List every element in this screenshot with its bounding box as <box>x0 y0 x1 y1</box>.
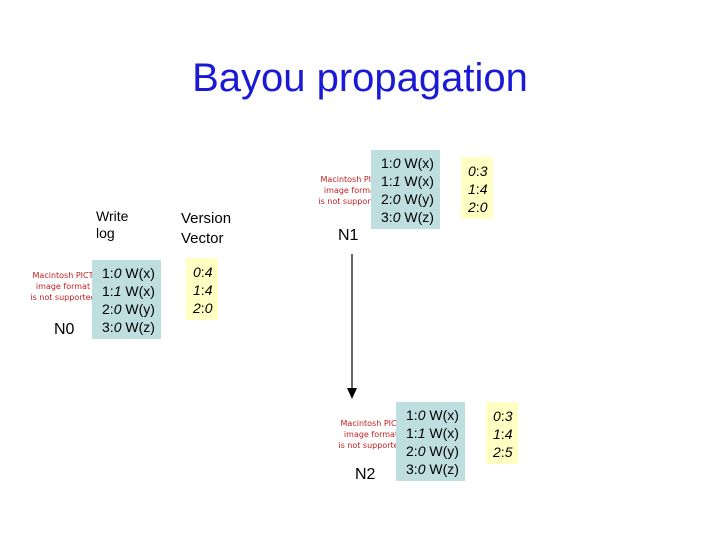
log-entry: 2:0 W(y) <box>381 191 434 207</box>
vector-entry: 1:4 <box>468 181 488 197</box>
write-log-header-line: Write <box>96 208 129 224</box>
log-entry: 1:1 W(x) <box>102 283 155 299</box>
n1-pict-placeholder: Macintosh PICT image format is not suppo… <box>318 174 384 207</box>
n0-pict-placeholder: Macintosh PICT image format is not suppo… <box>30 270 96 303</box>
version-vector-header-line: Version <box>181 210 232 227</box>
n0-version-vector: 0:4 1:4 2:0 <box>186 258 219 320</box>
write-log-header: Write log <box>96 208 128 242</box>
pict-text: is not supported <box>338 441 404 450</box>
log-entry: 3:0 W(z) <box>406 461 459 477</box>
pict-text: image format <box>343 430 399 439</box>
pict-text: image format <box>35 282 91 291</box>
log-entry: 3:0 W(z) <box>381 209 434 225</box>
vector-entry: 2:5 <box>493 444 513 460</box>
vector-entry: 2:0 <box>193 300 213 316</box>
write-log-header-line: log <box>96 225 115 241</box>
vector-entry: 1:4 <box>493 426 513 442</box>
pict-text: Macintosh PICT <box>340 419 402 428</box>
n2-pict-placeholder: Macintosh PICT image format is not suppo… <box>338 418 404 451</box>
n0-write-log: 1:0 W(x) 1:1 W(x) 2:0 W(y) 3:0 W(z) <box>92 260 161 339</box>
arrow-head <box>347 388 357 399</box>
pict-text: Macintosh PICT <box>32 271 94 280</box>
log-entry: 1:0 W(x) <box>406 407 459 423</box>
log-entry: 1:1 W(x) <box>381 173 434 189</box>
slide-title: Bayou propagation <box>192 56 528 100</box>
pict-text: is not supported <box>30 293 96 302</box>
n1-label: N1 <box>338 227 359 244</box>
log-entry: 3:0 W(z) <box>102 319 155 335</box>
vector-entry: 0:4 <box>193 264 213 280</box>
n2-label: N2 <box>355 466 376 483</box>
version-vector-header: Version Vector <box>181 209 231 249</box>
vector-entry: 1:4 <box>193 282 213 298</box>
log-entry: 1:0 W(x) <box>381 155 434 171</box>
vector-entry: 2:0 <box>468 199 488 215</box>
n2-write-log: 1:0 W(x) 1:1 W(x) 2:0 W(y) 3:0 W(z) <box>396 402 465 481</box>
log-entry: 2:0 W(y) <box>406 443 459 459</box>
n1-version-vector: 0:3 1:4 2:0 <box>461 157 494 219</box>
pict-text: Macintosh PICT <box>320 175 382 184</box>
n2-version-vector: 0:3 1:4 2:5 <box>486 402 519 464</box>
log-entry: 1:0 W(x) <box>102 265 155 281</box>
vector-entry: 0:3 <box>468 163 488 179</box>
pict-text: image format <box>323 186 379 195</box>
log-entry: 1:1 W(x) <box>406 425 459 441</box>
log-entry: 2:0 W(y) <box>102 301 155 317</box>
version-vector-header-line: Vector <box>181 230 224 247</box>
n0-label: N0 <box>54 321 75 338</box>
n1-write-log: 1:0 W(x) 1:1 W(x) 2:0 W(y) 3:0 W(z) <box>371 150 440 229</box>
pict-text: is not supported <box>318 197 384 206</box>
vector-entry: 0:3 <box>493 408 513 424</box>
